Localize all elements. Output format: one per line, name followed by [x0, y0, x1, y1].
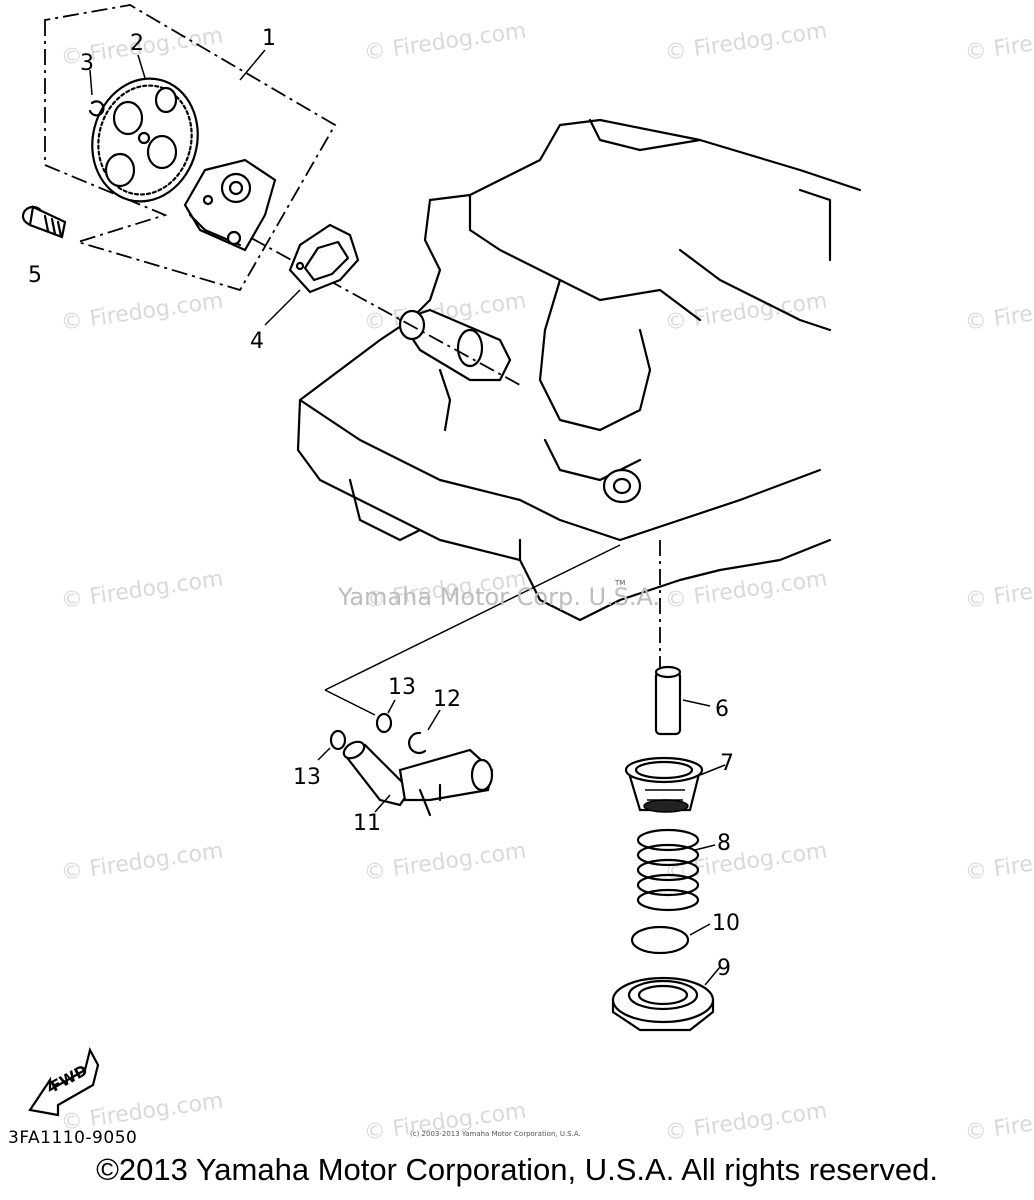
o-ring-13-lower — [329, 729, 347, 751]
callout-10: 10 — [712, 911, 740, 936]
watermark: © Firedog.com — [963, 566, 1034, 614]
copyright-notice: ©2013 Yamaha Motor Corporation, U.S.A. A… — [96, 1152, 938, 1187]
watermark: © Firedog.com — [362, 1098, 528, 1146]
callout-1: 1 — [262, 26, 276, 51]
callout-4: 4 — [250, 329, 264, 354]
o-ring-13-upper — [375, 712, 393, 734]
pipe-leader-line-2 — [324, 689, 376, 716]
center-watermark: Yamaha Motor Corp. U.S.A. — [337, 583, 660, 611]
callout-5: 5 — [28, 263, 42, 288]
oil-pump-assembly-bracket — [44, 4, 337, 292]
callout-8: 8 — [717, 831, 731, 856]
watermark: © Firedog.com — [362, 838, 528, 886]
callout-leaders — [89, 49, 726, 986]
oil-pump-body — [183, 158, 277, 252]
center-watermark-tm: TM — [614, 579, 625, 587]
watermark: © Firedog.com — [963, 1098, 1034, 1146]
assembly-axis-line — [199, 209, 521, 386]
watermark: © Firedog.com — [59, 838, 225, 886]
callout-3: 3 — [80, 51, 94, 76]
circlip-3 — [88, 100, 105, 117]
spring-8 — [636, 828, 700, 912]
oil-pipe-11 — [342, 740, 494, 817]
collar-6 — [654, 665, 682, 736]
crankcase-boss — [602, 468, 642, 504]
watermark: © Firedog.com — [663, 566, 829, 614]
drive-gear — [91, 77, 199, 203]
watermark: © Firedog.com — [963, 288, 1034, 336]
watermark: © Firedog.com — [963, 18, 1034, 66]
cap-9 — [611, 976, 715, 1032]
watermark: © Firedog.com — [963, 838, 1034, 886]
bolt-5 — [21, 205, 67, 239]
callout-7: 7 — [720, 751, 734, 776]
watermark: © Firedog.com — [59, 288, 225, 336]
strainer-7 — [624, 756, 704, 813]
crankcase-shaft — [398, 308, 512, 382]
diagram-code: 3FA1110-9050 — [8, 1128, 138, 1148]
watermark: © Firedog.com — [362, 18, 528, 66]
callout-9: 9 — [717, 956, 731, 981]
o-ring-10 — [630, 925, 690, 955]
watermark: © Firedog.com — [663, 1098, 829, 1146]
small-copyright-notice: (c) 2003-2013 Yamaha Motor Corporation, … — [410, 1130, 581, 1138]
callout-11: 11 — [353, 811, 381, 836]
clip-12 — [408, 731, 427, 754]
pipe-leader-line — [324, 544, 621, 691]
callout-2: 2 — [130, 31, 144, 56]
watermark: © Firedog.com — [663, 18, 829, 66]
callout-13-upper: 13 — [388, 675, 416, 700]
callout-6: 6 — [715, 697, 729, 722]
watermark: © Firedog.com — [59, 566, 225, 614]
callout-labels: 1 2 3 4 5 6 7 8 9 10 11 12 13 13 — [28, 26, 740, 981]
gasket-4 — [288, 223, 360, 294]
fwd-arrow-icon: FWD — [28, 1046, 100, 1117]
engine-crankcase — [296, 118, 862, 622]
callout-13-lower: 13 — [293, 765, 321, 790]
callout-12: 12 — [433, 687, 461, 712]
